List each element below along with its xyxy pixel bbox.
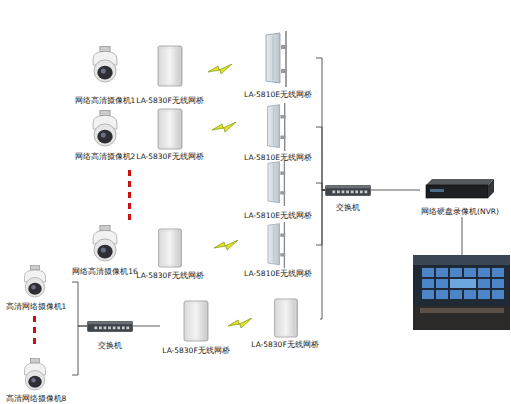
bridge-5830f bbox=[158, 46, 182, 86]
network-cable bbox=[316, 190, 325, 245]
bridge-5830f bbox=[159, 229, 182, 267]
nvr-recorder bbox=[426, 179, 494, 198]
photo-ceiling bbox=[413, 255, 510, 265]
device-label: LA-5830F无线网桥 bbox=[125, 152, 215, 162]
dome-camera bbox=[25, 359, 46, 391]
network-cable bbox=[371, 190, 420, 191]
device-label: 高清网络摄像机8 bbox=[0, 394, 82, 404]
console-desk bbox=[413, 306, 510, 330]
device-node: 交换机 bbox=[87, 319, 133, 351]
device-node: 高清网络摄像机8 bbox=[0, 356, 72, 404]
monitor-room-photo bbox=[413, 255, 510, 330]
network-cable bbox=[316, 183, 325, 190]
dome-camera bbox=[93, 110, 117, 146]
device-node: LA-5810E无线网桥 bbox=[240, 220, 316, 279]
network-cable bbox=[133, 326, 160, 327]
device-node: 交换机 bbox=[325, 183, 371, 213]
device-node: 高清网络摄像机1 bbox=[0, 263, 72, 312]
device-node: 网络硬盘录像机(NVR) bbox=[420, 176, 500, 217]
device-node: LA-5810E无线网桥 bbox=[240, 158, 316, 221]
device-label: 交换机 bbox=[315, 203, 381, 213]
device-node: 网络高清摄像机1 bbox=[66, 44, 144, 106]
bridge-5830f bbox=[275, 299, 298, 337]
bridge-5810e bbox=[266, 31, 287, 87]
device-label: LA-5830F无线网桥 bbox=[125, 271, 215, 281]
device-label: LA-5810E无线网桥 bbox=[230, 211, 326, 221]
bridge-5830f bbox=[158, 109, 182, 149]
ellipsis-dots bbox=[33, 170, 131, 344]
dome-camera bbox=[25, 266, 46, 298]
device-node: LA-5830F无线网桥 bbox=[135, 106, 205, 162]
video-wall bbox=[422, 268, 504, 299]
device-node: LA-5830F无线网桥 bbox=[135, 226, 205, 281]
device-label: LA-5830F无线网桥 bbox=[125, 96, 215, 106]
bridge-5810e bbox=[268, 160, 285, 206]
device-label: LA-5810E无线网桥 bbox=[230, 90, 326, 100]
photo-background bbox=[413, 255, 510, 330]
wireless-link bbox=[228, 318, 252, 328]
video-cable bbox=[462, 217, 463, 255]
device-node: 网络高清摄像机16 bbox=[62, 223, 148, 277]
device-node: LA-5810E无线网桥 bbox=[240, 101, 316, 163]
bridge-5830f bbox=[184, 301, 208, 341]
device-label: 交换机 bbox=[77, 341, 143, 351]
network-cable bbox=[72, 282, 87, 326]
bridge-5810e bbox=[268, 103, 286, 151]
network-switch bbox=[326, 185, 371, 195]
dome-camera bbox=[93, 46, 117, 82]
wireless-link bbox=[208, 64, 232, 74]
network-switch bbox=[88, 321, 133, 331]
network-cable bbox=[320, 190, 325, 319]
device-label: 网络硬盘录像机(NVR) bbox=[410, 207, 510, 217]
dome-camera bbox=[93, 225, 117, 261]
device-label: LA-5830F无线网桥 bbox=[240, 340, 330, 350]
device-label: LA-5830F无线网桥 bbox=[150, 346, 242, 356]
device-label: LA-5810E无线网桥 bbox=[230, 269, 326, 279]
device-node: LA-5810E无线网桥 bbox=[240, 28, 316, 100]
device-node: LA-5830F无线网桥 bbox=[250, 296, 320, 350]
network-cable bbox=[72, 326, 87, 375]
device-node: 网络高清摄像机2 bbox=[66, 108, 144, 162]
device-label: LA-5810E无线网桥 bbox=[230, 153, 326, 163]
wireless-link bbox=[212, 122, 236, 132]
wireless-link bbox=[214, 240, 238, 250]
device-label: 高清网络摄像机1 bbox=[0, 302, 82, 312]
device-node: LA-5830F无线网桥 bbox=[135, 42, 205, 106]
desk-top bbox=[420, 308, 504, 313]
network-cable bbox=[316, 58, 325, 190]
device-node: LA-5830F无线网桥 bbox=[160, 298, 232, 356]
bridge-5810e bbox=[268, 222, 285, 268]
network-cable bbox=[316, 127, 325, 190]
